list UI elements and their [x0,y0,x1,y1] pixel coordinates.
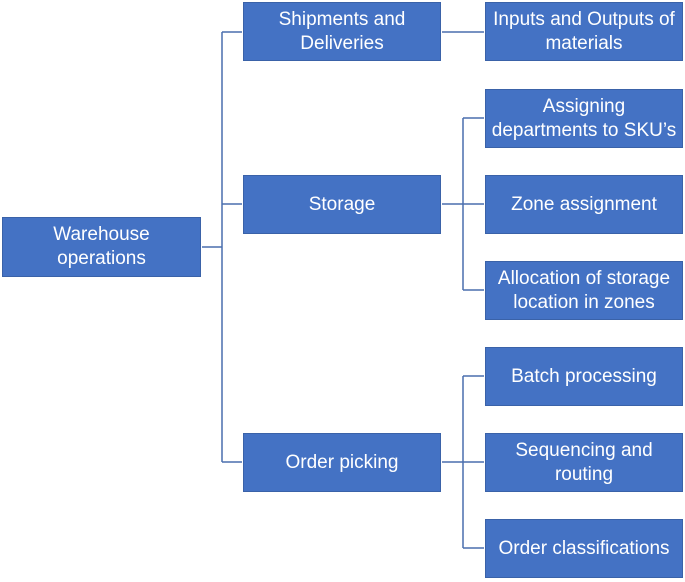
node-zone-assignment: Zone assignment [484,174,684,235]
node-inputs-outputs-materials: Inputs and Outputs of materials [484,1,684,62]
node-order-picking: Order picking [242,432,442,493]
node-allocation-storage-location: Allocation of storage location in zones [484,260,684,321]
node-order-classifications: Order classifications [484,518,684,579]
node-shipments-and-deliveries: Shipments and Deliveries [242,1,442,62]
node-batch-processing: Batch processing [484,346,684,407]
node-assigning-departments: Assigning departments to SKU’s [484,88,684,149]
node-warehouse-operations: Warehouse operations [1,216,202,278]
node-sequencing-routing: Sequencing and routing [484,432,684,493]
node-storage: Storage [242,174,442,235]
